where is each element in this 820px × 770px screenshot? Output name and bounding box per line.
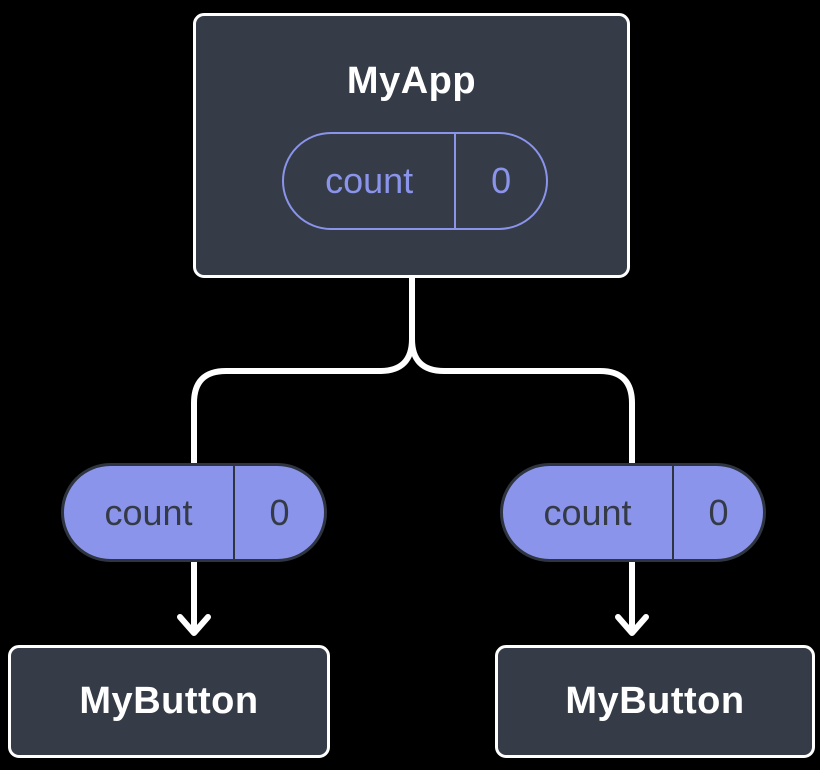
pill-divider bbox=[672, 466, 674, 559]
root-component-node: MyApp count 0 bbox=[193, 13, 630, 278]
child-component-node-left: MyButton bbox=[8, 645, 330, 758]
branch-right-edge bbox=[409, 272, 635, 467]
prop-pill-label: count bbox=[543, 491, 632, 533]
prop-pill-value: 0 bbox=[269, 491, 290, 533]
prop-pill-left: count 0 bbox=[61, 463, 327, 562]
pill-divider bbox=[233, 466, 235, 559]
prop-pill-label: count bbox=[104, 491, 193, 533]
state-pill-label: count bbox=[325, 160, 414, 201]
branch-left-edge bbox=[191, 272, 415, 467]
arrow-down-icon bbox=[615, 556, 649, 636]
pill-divider bbox=[454, 134, 457, 228]
prop-pill-value: 0 bbox=[708, 491, 729, 533]
child-node-title: MyButton bbox=[79, 680, 259, 722]
state-pill-value: 0 bbox=[491, 160, 512, 201]
root-node-title: MyApp bbox=[346, 60, 477, 102]
child-component-node-right: MyButton bbox=[495, 645, 815, 758]
child-node-title: MyButton bbox=[565, 680, 745, 722]
prop-pill-right: count 0 bbox=[500, 463, 766, 562]
root-state-pill: count 0 bbox=[282, 132, 548, 230]
arrow-down-icon bbox=[177, 556, 211, 636]
